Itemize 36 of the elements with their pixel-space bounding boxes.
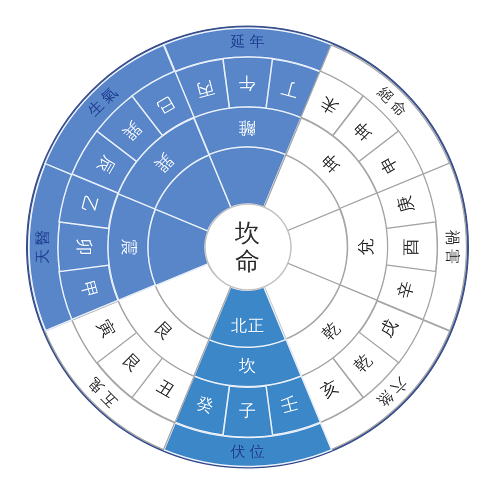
branch-label: 丁 bbox=[280, 77, 301, 98]
band-label: 延年 bbox=[229, 34, 268, 50]
branch-label: 巽 bbox=[118, 118, 143, 142]
branch-label: 未 bbox=[318, 92, 342, 116]
branch-label: 乙 bbox=[78, 194, 99, 215]
branch-label: 辛 bbox=[396, 279, 418, 300]
branch-label: 寅 bbox=[92, 318, 116, 342]
branch-label: 庚 bbox=[396, 194, 418, 215]
branch-label: 亥 bbox=[318, 378, 342, 402]
branch-label: 丑 bbox=[153, 378, 177, 402]
trigram-label: 坤 bbox=[320, 150, 344, 174]
band-label: 禍害 bbox=[444, 228, 460, 268]
trigram-label: 兌 bbox=[358, 238, 376, 256]
branch-label: 卯 bbox=[74, 238, 91, 256]
center-label: 坎命 bbox=[235, 220, 260, 274]
trigram-label: 乾 bbox=[320, 320, 344, 344]
trigram-label: 艮 bbox=[150, 320, 175, 344]
branch-label: 甲 bbox=[78, 279, 99, 300]
branch-label: 巳 bbox=[153, 92, 177, 116]
band-label: 天醫 bbox=[35, 226, 50, 266]
branch-label: 癸 bbox=[194, 396, 216, 417]
trigram-label: 坎 bbox=[238, 358, 256, 376]
branch-label: 申 bbox=[378, 152, 402, 176]
trigram-label: 震 bbox=[119, 238, 136, 256]
direction-label: 北正 bbox=[230, 318, 265, 334]
branch-label: 子 bbox=[238, 403, 256, 420]
trigram-label: 離 bbox=[238, 118, 256, 136]
branch-label: 午 bbox=[238, 74, 256, 90]
band-label: 伏位 bbox=[229, 444, 268, 460]
trigram-label: 巽 bbox=[150, 150, 175, 174]
branch-label: 酉 bbox=[404, 238, 421, 256]
branch-label: 辰 bbox=[92, 152, 116, 176]
branch-label: 壬 bbox=[280, 396, 301, 417]
branch-label: 丙 bbox=[194, 77, 216, 98]
band-label: 生氣 bbox=[82, 82, 123, 120]
branch-label: 戌 bbox=[378, 318, 402, 342]
